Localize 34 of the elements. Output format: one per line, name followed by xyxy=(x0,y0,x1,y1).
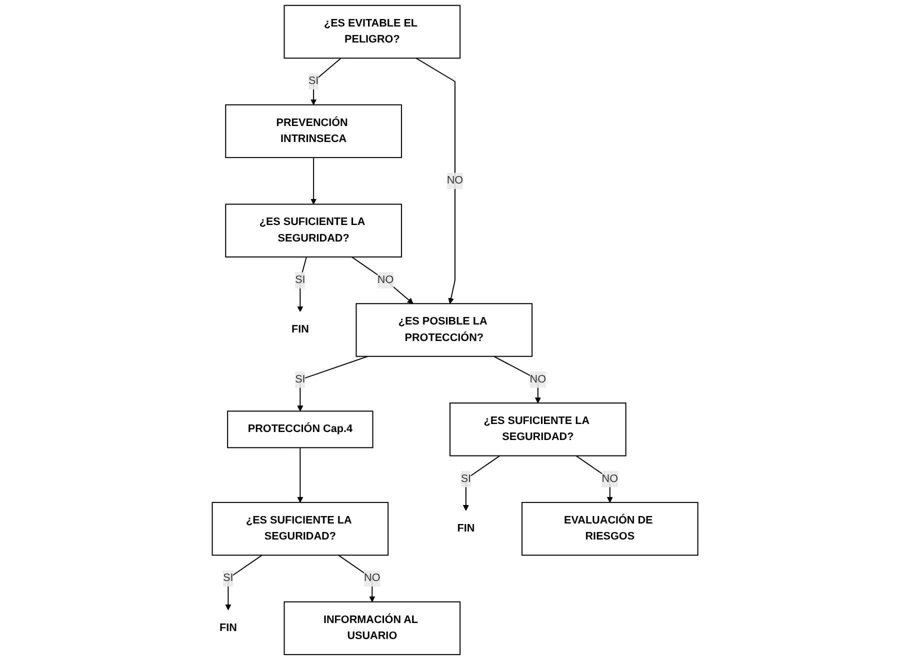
arrow xyxy=(310,58,342,106)
arrow xyxy=(310,158,317,204)
node-box: ¿ES SUFICIENTE LA SEGURIDAD? xyxy=(450,402,626,456)
node-text: FIN xyxy=(291,324,309,336)
arrow xyxy=(338,554,376,602)
edge-label: NO xyxy=(446,174,464,186)
edge-label: SI xyxy=(295,374,306,386)
edge-label: SI xyxy=(223,572,234,584)
edge-label: SI xyxy=(308,75,319,87)
edge-label: NO xyxy=(530,374,546,386)
arrow xyxy=(416,58,456,304)
node-text: FIN xyxy=(219,622,237,634)
node-box: ¿ES POSIBLE LA PROTECCIÓN? xyxy=(356,303,533,357)
edge-label: SI xyxy=(295,274,306,286)
arrow xyxy=(494,356,541,404)
node-box: ¿ES SUFICIENTE LA SEGURIDAD? xyxy=(225,204,402,258)
node-box: ¿ES SUFICIENTE LA SEGURIDAD? xyxy=(212,502,389,556)
node-box: ¿ES EVITABLE EL PELIGRO? xyxy=(284,4,461,59)
edge-label: NO xyxy=(377,274,394,286)
node-box: PREVENCIÓN INTRINSECA xyxy=(225,104,402,158)
node-box: INFORMACIÓN AL USUARIO xyxy=(284,601,461,656)
node-box: EVALUACIÓN DE RIESGOS xyxy=(521,502,698,556)
arrow xyxy=(297,256,307,312)
arrow xyxy=(225,554,262,610)
edge-label: NO xyxy=(364,572,380,584)
arrow xyxy=(297,448,304,503)
node-box: PROTECCIÓN Cap.4 xyxy=(227,410,374,448)
edge-label: SI xyxy=(460,473,472,485)
arrow xyxy=(297,356,368,412)
arrow xyxy=(351,256,414,304)
node-text: FIN xyxy=(457,522,475,534)
arrow xyxy=(576,455,613,503)
arrow xyxy=(462,455,500,511)
edge-label: NO xyxy=(602,473,618,485)
